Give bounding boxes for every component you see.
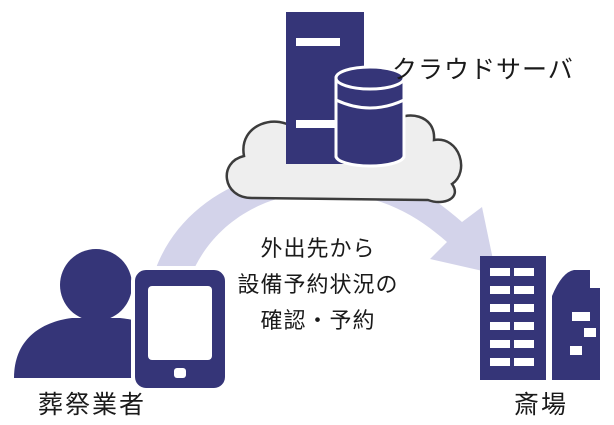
building-short	[552, 270, 600, 380]
building-windows	[490, 268, 534, 366]
flow-description: 外出先から 設備予約状況の 確認・予約	[230, 232, 406, 340]
cloud-server-label: クラウドサーバ	[392, 55, 574, 84]
tablet-screen	[148, 286, 212, 360]
funeral-operator-label: 葬祭業者	[38, 390, 147, 419]
flow-line: 確認・予約	[260, 309, 376, 334]
server-slot	[296, 38, 340, 46]
flow-line: 設備予約状況の	[237, 273, 399, 298]
person-body	[14, 318, 156, 378]
server-slot	[296, 120, 340, 128]
building-tall	[480, 256, 546, 380]
person-head	[60, 249, 132, 321]
building-windows	[570, 312, 596, 355]
flow-line: 外出先から	[260, 237, 376, 262]
tablet-home-button	[174, 368, 186, 378]
venue-label: 斎場	[514, 390, 569, 419]
database-icon	[334, 65, 406, 168]
person-with-tablet-icon	[14, 249, 229, 392]
building-icon	[480, 256, 600, 380]
cloud-server-icon	[225, 12, 463, 204]
